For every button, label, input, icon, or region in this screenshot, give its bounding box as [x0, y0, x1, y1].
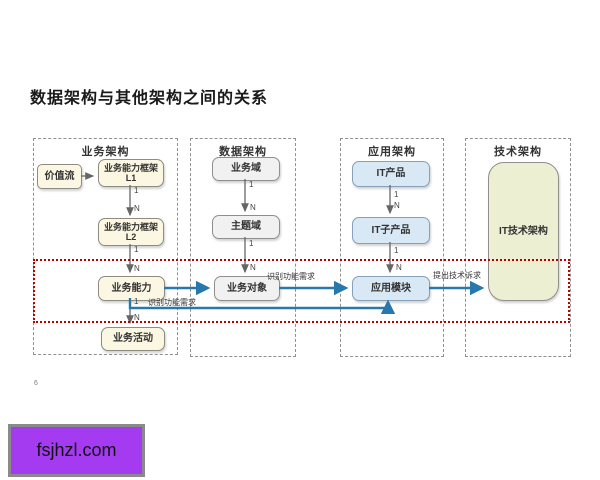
node-business-capability-framework-l1: 业务能力框架 L1: [98, 159, 164, 187]
column-data-architecture: 数据架构: [190, 138, 296, 357]
multiplicity-label: 1: [134, 186, 139, 195]
node-application-module: 应用模块: [352, 276, 430, 301]
node-business-capability-framework-l2: 业务能力框架 L2: [98, 218, 164, 246]
node-label: 业务域: [231, 163, 261, 175]
node-label: 业务对象: [227, 282, 267, 294]
node-label: IT技术架构: [499, 225, 548, 237]
column-header-technology: 技术架构: [494, 146, 542, 158]
column-technology-architecture: 技术架构: [465, 138, 571, 357]
multiplicity-label: N: [250, 203, 256, 212]
node-label: 主题域: [231, 221, 261, 233]
node-business-activity: 业务活动: [101, 327, 165, 351]
node-sublabel: L1: [125, 173, 137, 183]
watermark-badge: fsjhzl.com: [8, 424, 145, 477]
multiplicity-label: 1: [134, 297, 139, 306]
multiplicity-label: 1: [134, 245, 139, 254]
multiplicity-label: N: [134, 204, 140, 213]
edge-label-propose-tech-req: 提出技术诉求: [433, 271, 481, 280]
column-application-architecture: 应用架构: [340, 138, 444, 357]
multiplicity-label: 1: [249, 239, 254, 248]
node-subject-domain: 主题域: [212, 215, 280, 239]
page-title: 数据架构与其他架构之间的关系: [30, 90, 269, 107]
column-header-data: 数据架构: [219, 146, 267, 158]
multiplicity-label: 1: [394, 246, 399, 255]
node-sublabel: L2: [125, 232, 137, 242]
node-label: 应用模块: [371, 282, 411, 294]
multiplicity-label: N: [250, 263, 256, 272]
multiplicity-label: N: [134, 313, 140, 322]
multiplicity-label: N: [134, 264, 140, 273]
node-label: 业务能力框架: [103, 221, 158, 232]
edge-label-identify-functional-req: 识别功能需求: [267, 272, 315, 281]
column-business-architecture: 业务架构: [33, 138, 178, 355]
column-header-business: 业务架构: [81, 146, 130, 158]
node-business-domain: 业务域: [212, 157, 280, 181]
multiplicity-label: N: [396, 263, 402, 272]
multiplicity-label: 1: [249, 180, 254, 189]
node-it-technology-architecture: IT技术架构: [488, 162, 559, 301]
edge-label-identify-functional-req: 识别功能需求: [148, 298, 196, 307]
node-business-capability: 业务能力: [98, 276, 165, 301]
node-label: IT产品: [376, 168, 406, 180]
column-header-application: 应用架构: [368, 146, 416, 158]
node-label: 业务能力: [111, 282, 152, 294]
node-value-stream: 价值流: [37, 164, 82, 189]
page-number: 6: [34, 380, 38, 387]
multiplicity-label: N: [394, 201, 400, 210]
node-label: 业务活动: [113, 333, 153, 345]
node-label: 价值流: [44, 170, 75, 182]
node-label: IT子产品: [371, 224, 411, 236]
multiplicity-label: 1: [394, 190, 399, 199]
node-label: 业务能力框架: [103, 162, 158, 173]
node-it-subproduct: IT子产品: [352, 217, 430, 244]
watermark-text: fsjhzl.com: [36, 440, 117, 460]
node-it-product: IT产品: [352, 161, 430, 187]
